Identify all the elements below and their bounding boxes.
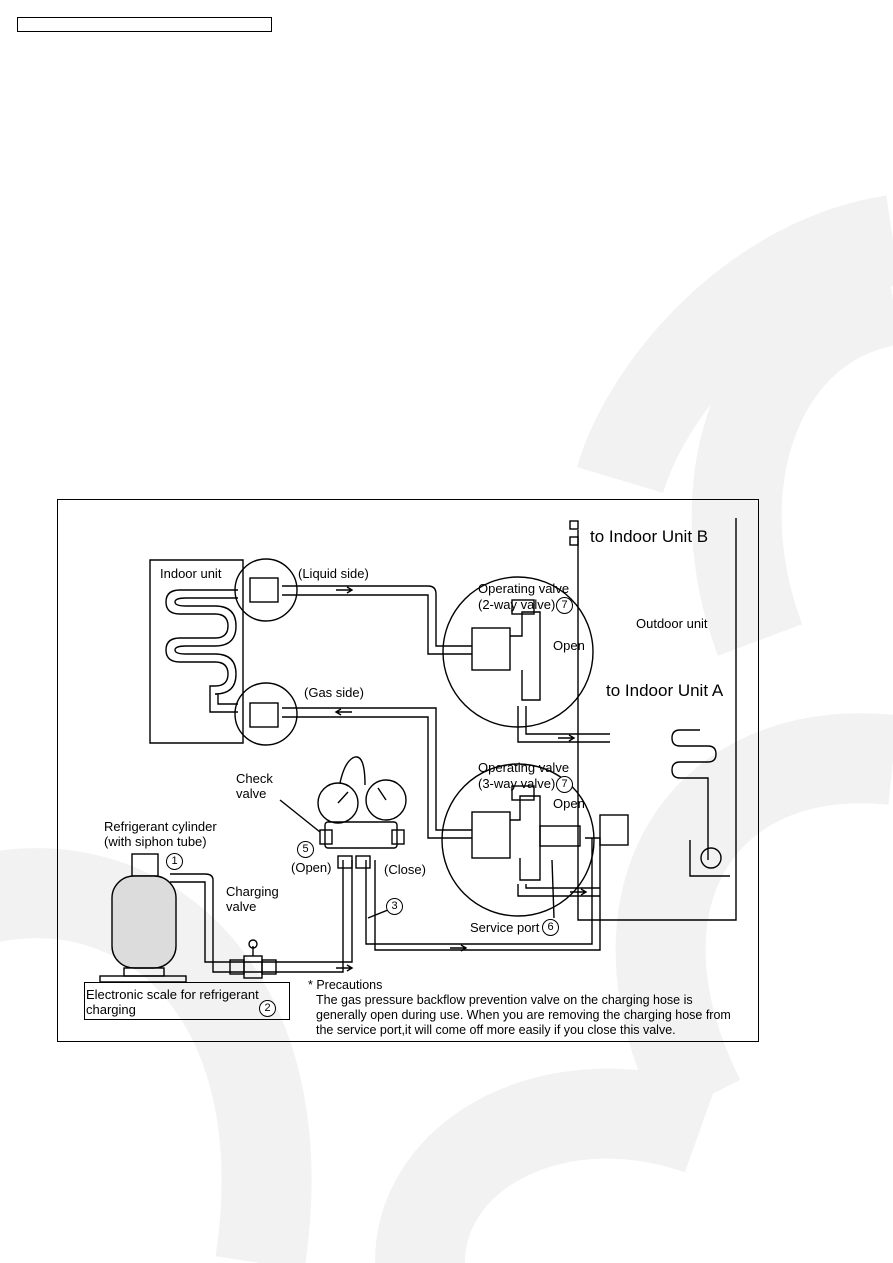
check-valve-label-1: Check <box>236 771 273 786</box>
refrigerant-charging-diagram <box>57 499 759 1042</box>
high-pressure-gauge <box>365 779 407 821</box>
precautions-note: * Precautions The gas pressure backflow … <box>308 978 758 1038</box>
outdoor-compressor <box>700 847 722 869</box>
gas-side-label: (Gas side) <box>304 685 364 700</box>
charging-hose-service <box>374 837 601 951</box>
charging-valve <box>243 955 263 979</box>
liquid-joint-circle <box>234 558 298 622</box>
precautions-line-2: generally open during use. When you are … <box>316 1008 731 1022</box>
liquid-line <box>282 585 472 647</box>
cylinder-label-1: Refrigerant cylinder <box>104 819 217 834</box>
number-3: 3 <box>386 898 403 915</box>
precautions-heading: * Precautions <box>308 978 383 992</box>
precautions-line-1: The gas pressure backflow prevention val… <box>316 993 693 1007</box>
service-port-label: Service port <box>470 920 540 935</box>
three-way-valve-circle <box>441 763 595 917</box>
indoor-coil <box>165 589 238 713</box>
liquid-side-label: (Liquid side) <box>298 566 369 581</box>
two-way-valve-label-2: (2-way valve) <box>478 597 556 612</box>
charging-valve-label-1: Charging <box>226 884 279 899</box>
check-valve-label-2: valve <box>236 786 267 801</box>
close-gauge-label: (Close) <box>384 862 426 877</box>
electronic-scale-box <box>84 982 290 1020</box>
number-7-top: 7 <box>556 597 573 614</box>
three-way-valve-body <box>471 811 511 859</box>
outdoor-unit-outline <box>577 518 737 921</box>
number-5: 5 <box>297 841 314 858</box>
outdoor-unit-label: Outdoor unit <box>636 616 708 631</box>
manifold-body <box>324 821 398 849</box>
unit-b-tab-2 <box>569 536 579 546</box>
gas-joint-circle <box>234 682 298 746</box>
number-7-bottom: 7 <box>556 776 573 793</box>
number-2: 2 <box>259 1000 276 1017</box>
gas-line <box>282 707 472 831</box>
three-way-valve-label-2: (3-way valve) <box>478 776 556 791</box>
number-6: 6 <box>542 919 559 936</box>
charging-valve-label-2: valve <box>226 899 257 914</box>
unit-b-tab-1 <box>569 520 579 530</box>
indoor-unit-label: Indoor unit <box>160 566 222 581</box>
refrigerant-cylinder <box>111 875 177 969</box>
open-gauge-label: (Open) <box>291 860 332 875</box>
scale-label: Electronic scale for refrigerant chargin… <box>86 987 264 1017</box>
to-indoor-a-label: to Indoor Unit A <box>606 681 724 700</box>
number-1: 1 <box>166 853 183 870</box>
scale-label-2: charging <box>86 1002 136 1017</box>
two-way-valve-label-1: Operating valve <box>478 581 570 596</box>
open-label-top: Open <box>553 638 585 653</box>
three-way-valve-label-1: Operating valve <box>478 760 570 775</box>
to-indoor-b-label: to Indoor Unit B <box>590 527 709 546</box>
gauge-hose <box>339 756 366 786</box>
low-pressure-gauge <box>317 782 359 824</box>
cylinder-label-2: (with siphon tube) <box>104 834 207 849</box>
header-box <box>17 17 272 32</box>
service-port-hatch <box>539 825 581 847</box>
precautions-line-3: the service port,it will come off more e… <box>316 1023 676 1037</box>
indoor-unit-box <box>149 559 244 744</box>
two-way-valve-body <box>471 627 511 671</box>
scale-label-1: Electronic scale for refrigerant <box>86 987 259 1002</box>
cylinder-cap <box>131 853 159 877</box>
outdoor-coil <box>671 729 717 860</box>
charging-hose-cylinder <box>170 860 344 973</box>
open-label-bottom: Open <box>553 796 585 811</box>
